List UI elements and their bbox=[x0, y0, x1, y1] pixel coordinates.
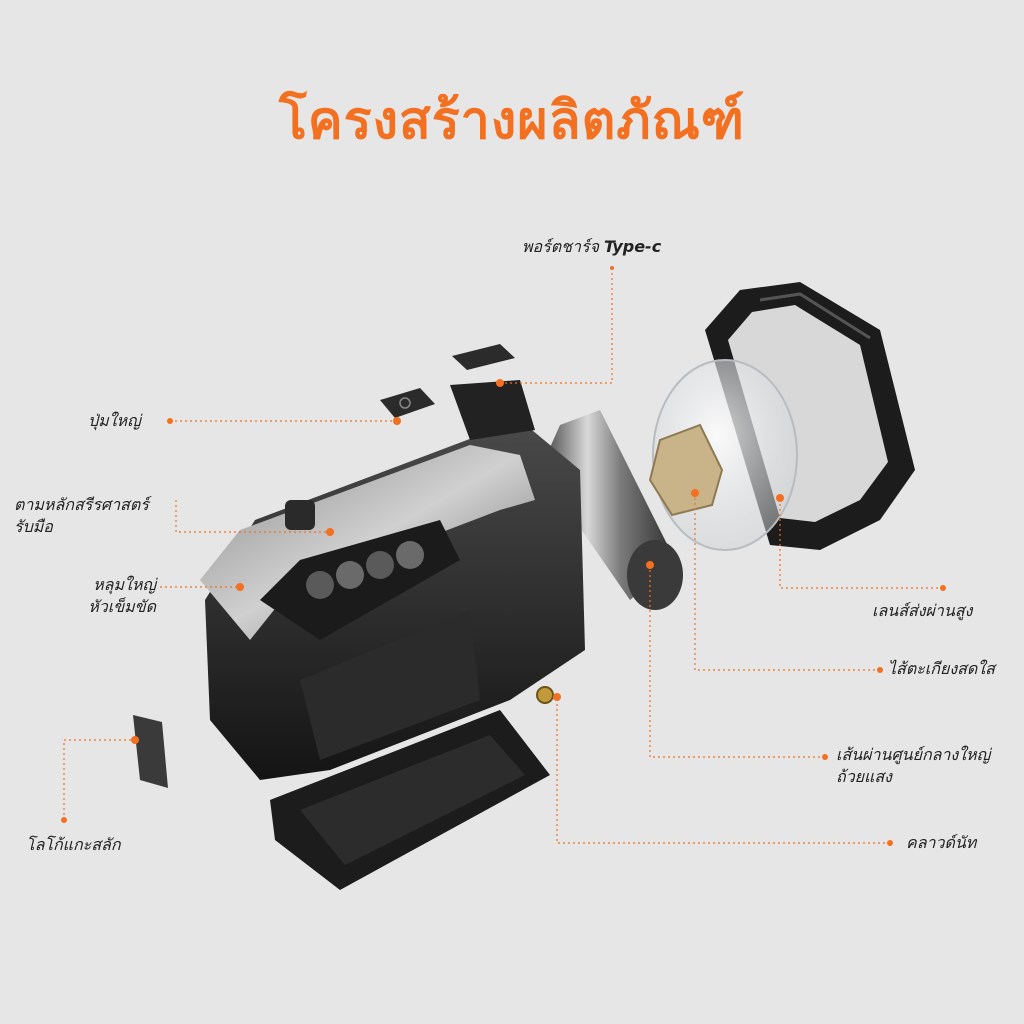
label-lens: เลนส์ส่งผ่านสูง bbox=[872, 601, 973, 620]
label-charging-port-text: พอร์ตชาร์จ bbox=[522, 237, 599, 256]
label-nut: คลาวด์นัท bbox=[906, 833, 977, 852]
label-reflector: เส้นผ่านศูนย์กลางใหญ่ ถ้วยแสง bbox=[836, 744, 990, 788]
label-charging-port-type: Type-c bbox=[604, 237, 662, 256]
label-logo-sticker: โลโก้แกะสลัก bbox=[26, 835, 121, 854]
label-big-button: ปุ่มใหญ่ bbox=[88, 411, 141, 430]
label-charging-port: พอร์ตชาร์จ Type-c bbox=[522, 236, 661, 258]
reflector-cup bbox=[540, 410, 683, 610]
page-title: โครงสร้างผลิตภัณฑ์ bbox=[278, 91, 746, 151]
label-reflector-line2: ถ้วยแสง bbox=[836, 767, 892, 786]
nut bbox=[536, 686, 554, 704]
belt-clip-plate bbox=[270, 710, 550, 890]
leader-lines bbox=[63, 268, 943, 844]
leader-dots bbox=[61, 266, 946, 846]
label-big-hole-line2: หัวเข็มขัด bbox=[88, 597, 156, 616]
logo-sticker bbox=[133, 715, 168, 788]
label-big-hole: หลุมใหญ่ หัวเข็มขัด bbox=[40, 574, 156, 618]
power-icon bbox=[399, 397, 411, 409]
label-reflector-line1: เส้นผ่านศูนย์กลางใหญ่ bbox=[836, 745, 991, 764]
flashlight-body bbox=[200, 380, 585, 780]
label-ergonomic-grip-line1: ตามหลักสรีรศาสตร์ bbox=[14, 495, 149, 514]
label-ergonomic-grip: ตามหลักสรีรศาสตร์ รับมือ bbox=[14, 494, 149, 538]
label-wick: ไส้ตะเกียงสดใส bbox=[888, 659, 995, 678]
type-c-cover bbox=[452, 344, 515, 370]
led-wick-board bbox=[648, 423, 724, 517]
label-big-hole-line1: หลุมใหญ่ bbox=[93, 575, 156, 594]
label-ergonomic-grip-line2: รับมือ bbox=[14, 517, 53, 536]
power-button bbox=[380, 388, 435, 418]
